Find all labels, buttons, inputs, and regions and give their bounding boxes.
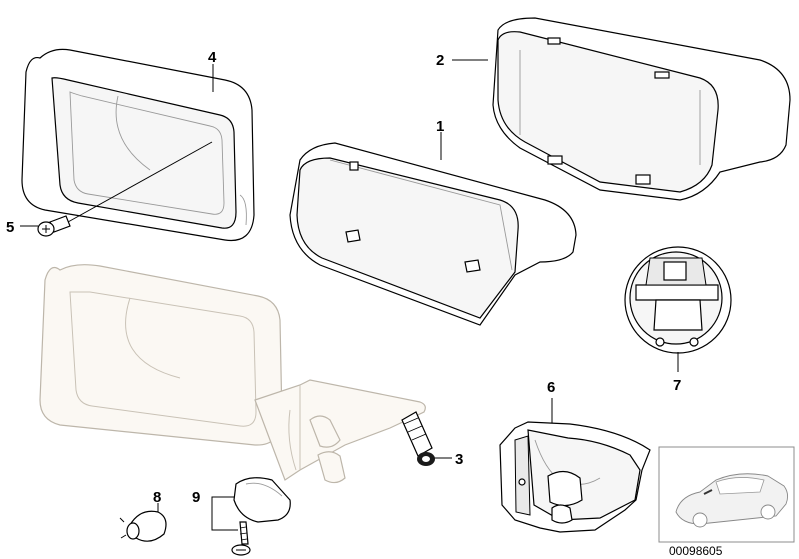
part-7-motor-unit: [624, 246, 732, 372]
callout-1: 1: [436, 118, 444, 135]
callout-4: 4: [208, 49, 217, 66]
callout-5: 5: [6, 219, 14, 236]
callout-9: 9: [192, 489, 200, 506]
ghost-mirror-assembly: [39, 264, 426, 484]
callout-3: 3: [455, 451, 463, 468]
callout-8: 8: [153, 489, 161, 506]
part-9-cover-and-screw: [211, 477, 291, 556]
callout-6: 6: [547, 379, 555, 396]
vehicle-thumbnail: [658, 446, 795, 543]
part-4-mirror-frame: [21, 48, 255, 242]
callout-2: 2: [436, 52, 444, 69]
callout-7: 7: [673, 377, 681, 394]
part-8-connector: [119, 503, 167, 542]
part-6-mirror-base: [499, 398, 651, 533]
part-3-bolt: [401, 411, 452, 466]
part-2-mirror-cap: [492, 17, 791, 201]
reference-number: 00098605: [669, 544, 723, 558]
part-1-mirror-cover: [289, 142, 577, 326]
part-5-screw: [37, 141, 213, 237]
